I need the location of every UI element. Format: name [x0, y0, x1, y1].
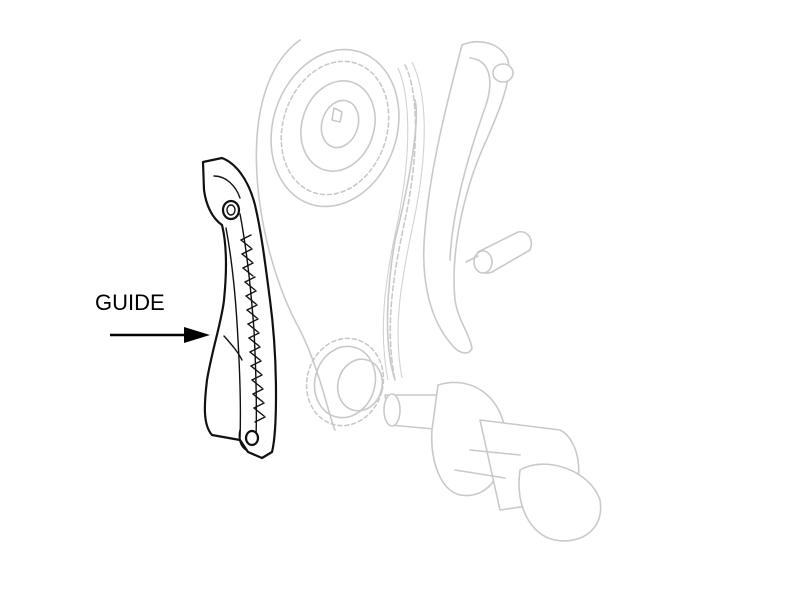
tensioner-plunger — [465, 230, 533, 274]
guide-rib-pattern — [240, 234, 266, 423]
guide-arrow — [110, 327, 210, 343]
timing-chain — [382, 61, 425, 381]
tensioner-rail — [422, 41, 514, 354]
camshaft-sprocket — [270, 48, 400, 208]
crankshaft — [383, 381, 602, 542]
guide-label: GUIDE — [95, 290, 165, 315]
chain-guide — [201, 156, 278, 460]
crankshaft-sprocket — [305, 337, 385, 427]
